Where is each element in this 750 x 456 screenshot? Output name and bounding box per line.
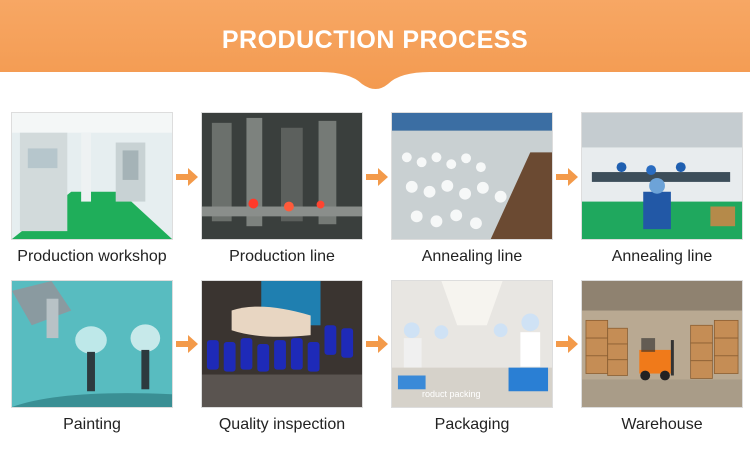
step-label: Annealing line <box>611 248 713 265</box>
step-production-workshop: Production workshop <box>11 112 173 266</box>
arrow-right-icon <box>556 335 578 353</box>
step-annealing-line-2: Annealing line <box>581 112 743 266</box>
step-annealing-line: Annealing line <box>391 112 553 266</box>
quality-inspection-image <box>201 280 363 408</box>
header-banner: PRODUCTION PROCESS <box>0 0 750 96</box>
step-label: Quality inspection <box>218 416 346 433</box>
step-label: Painting <box>63 416 121 433</box>
step-production-line: Production line <box>201 112 363 266</box>
page-title: PRODUCTION PROCESS <box>221 26 529 54</box>
workshop-image <box>11 112 173 240</box>
step-label: Warehouse <box>621 416 703 433</box>
step-quality-inspection: Quality inspection <box>201 280 363 434</box>
arrow-right-icon <box>176 335 198 353</box>
step-label: Production line <box>229 248 335 265</box>
step-painting: Painting <box>11 280 173 434</box>
banner-shape <box>0 0 750 89</box>
production-line-image <box>201 112 363 240</box>
assembly-line-image <box>581 112 743 240</box>
arrow-right-icon <box>366 335 388 353</box>
arrow-right-icon <box>366 168 388 186</box>
packaging-overlay-text: roduct packing <box>422 389 481 399</box>
step-label: Packaging <box>434 416 510 433</box>
step-label: Annealing line <box>421 248 523 265</box>
arrow-right-icon <box>176 168 198 186</box>
step-packaging: roduct packing Packaging <box>391 280 553 434</box>
step-label: Production workshop <box>17 248 167 265</box>
arrow-right-icon <box>556 168 578 186</box>
painting-image <box>11 280 173 408</box>
packaging-image: roduct packing <box>391 280 553 408</box>
annealing-line-image <box>391 112 553 240</box>
step-warehouse: Warehouse <box>581 280 743 434</box>
warehouse-image <box>581 280 743 408</box>
